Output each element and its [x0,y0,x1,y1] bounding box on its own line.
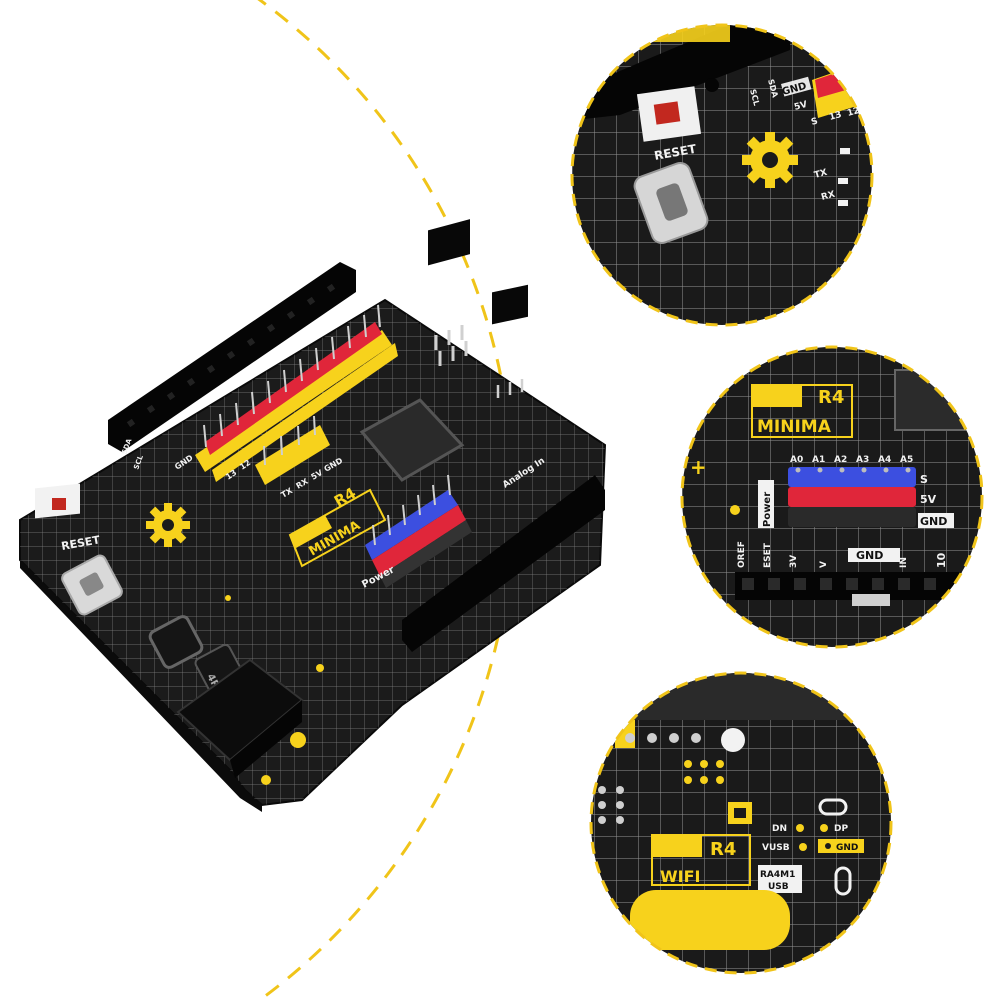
zoom-mid-a2: A2 [834,455,847,465]
zoom-bot-dn: DN [772,824,787,834]
zoom-circle-top: RESET GND GND [570,23,874,327]
female-header-bottom [402,475,605,652]
zoom-bot-model-r4: R4 [710,839,736,860]
zoom-top-s: S [810,117,819,128]
zoom-bot-vusb: VUSB [762,843,790,853]
dc-barrel-jack [176,658,304,778]
power-pin-strip: Power [360,474,472,591]
zoom-bot-gnd: GND [836,843,858,853]
zoom-top-gear-icon [742,132,798,188]
zoom-top-pin-13: 13 [828,110,843,123]
zoom-mid-digit: 10 [935,552,948,568]
zoom-mid-row-s: S [920,473,928,486]
zoom-top-rx: RX [820,190,836,203]
zoom-mid-a0: A0 [790,455,803,465]
zoom-mid-a5: A5 [900,455,913,465]
mcu-chip [359,398,465,482]
zoom-mid-bottom-in: IN [899,557,909,568]
zoom-mid-a1: A1 [812,455,825,465]
icsp-header [428,219,528,398]
zoom-mid-power-label: Power [762,492,773,527]
zoom-mid-model-r4: R4 [818,387,844,408]
zoom-bot-model-wifi: WIFI [660,867,700,886]
zoom-bot-chip-line1: RA4M1 [760,870,795,880]
zoom-mid-model-minima: MINIMA [757,417,832,437]
zoom-circle-middle: R4 MINIMA A0 A1 A2 A3 A4 A5 S 5V [680,345,984,649]
zoom-top-scl: SCL [748,88,761,106]
zoom-mid-a3: A3 [856,455,869,465]
serial-header [255,415,330,485]
zoom-mid-bottom-gnd: GND [856,549,883,562]
zoom-mid-bottom-oref: OREF [737,541,747,568]
yellow-pin-strip [195,304,398,482]
zoom-bot-dp: DP [834,824,848,834]
zoom-bot-chip-line2: USB [768,882,789,892]
zoom-mid-row-5v: 5V [920,493,937,506]
zoom-mid-row-gnd: GND [920,515,947,528]
zoom-mid-bottom-eset: ESET [763,542,773,568]
inductor: 4R7 [148,615,244,697]
zoom-mid-bottom-v: V [819,561,829,568]
zoom-top-5v: 5V [793,100,808,113]
usb-c-port [61,554,123,616]
zoom-top-tx: TX [813,168,828,181]
zoom-mid-analog-labels: A0 A1 A2 A3 A4 A5 [790,455,913,465]
main-board: R4 MINIMA Power Analog In RESET [19,219,607,812]
zoom-mid-a4: A4 [878,455,891,465]
gear-icon [146,503,190,547]
zoom-mid-bottom-3v: 3V [789,555,799,568]
zoom-circle-bottom: R4 WIFI DN DP VUSB GND RA4M1 USB [589,671,893,975]
svg-text:+: + [690,455,707,479]
